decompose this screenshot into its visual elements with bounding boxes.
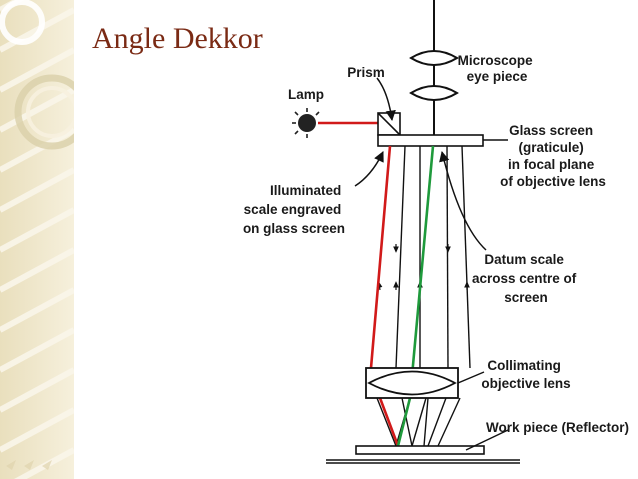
datum-scale-label-line: Datum scale [484,252,564,267]
eyepiece-lenses [409,50,459,101]
work-piece-label-line: Work piece (Reflector) [486,420,629,435]
work-piece-leader [465,429,509,451]
microscope-label-line: eye piece [467,69,528,84]
label-leader-arrows [354,77,487,251]
datum-scale-label: Datum scale across centre of screen [472,252,580,305]
incident-ray-red [369,145,400,447]
microscope-label-line: Microscope [458,53,534,68]
work-piece [326,445,520,464]
datum-scale-label-line: across centre of [472,271,577,286]
prism-label-line: Prism [347,65,385,80]
glass-screen-label-line: of objective lens [500,174,606,189]
lamp-icon [292,108,320,138]
microscope-label: Microscope eye piece [458,53,537,84]
collimating-lens-label: Collimating objective lens [481,358,570,391]
illuminated-scale-label-line: scale engraved [244,202,342,217]
illuminated-scale-label-line: Illuminated [270,183,341,198]
glass-screen-label: Glass screen (graticule) in focal plane … [500,123,606,189]
illuminated-scale-label-line: on glass screen [243,221,345,236]
prism [377,112,401,136]
work-piece-label: Work piece (Reflector) [486,420,629,435]
collimating-lens-label-line: objective lens [481,376,570,391]
collimating-lens [365,367,459,399]
slide-title: Angle Dekkor [92,22,263,55]
glass-screen [377,134,484,147]
lamp-label: Lamp [288,87,324,102]
lamp-label-line: Lamp [288,87,324,102]
collimating-lens-leader [457,371,485,384]
datum-scale-label-line: screen [504,290,548,305]
slide-sidebar-decoration [0,0,74,479]
glass-screen-label-line: (graticule) [518,140,583,155]
glass-screen-label-line: Glass screen [509,123,593,138]
glass-screen-label-line: in focal plane [508,157,595,172]
prism-label: Prism [347,65,385,80]
illuminated-scale-label: Illuminated scale engraved on glass scre… [243,183,345,236]
collimating-lens-label-line: Collimating [487,358,561,373]
